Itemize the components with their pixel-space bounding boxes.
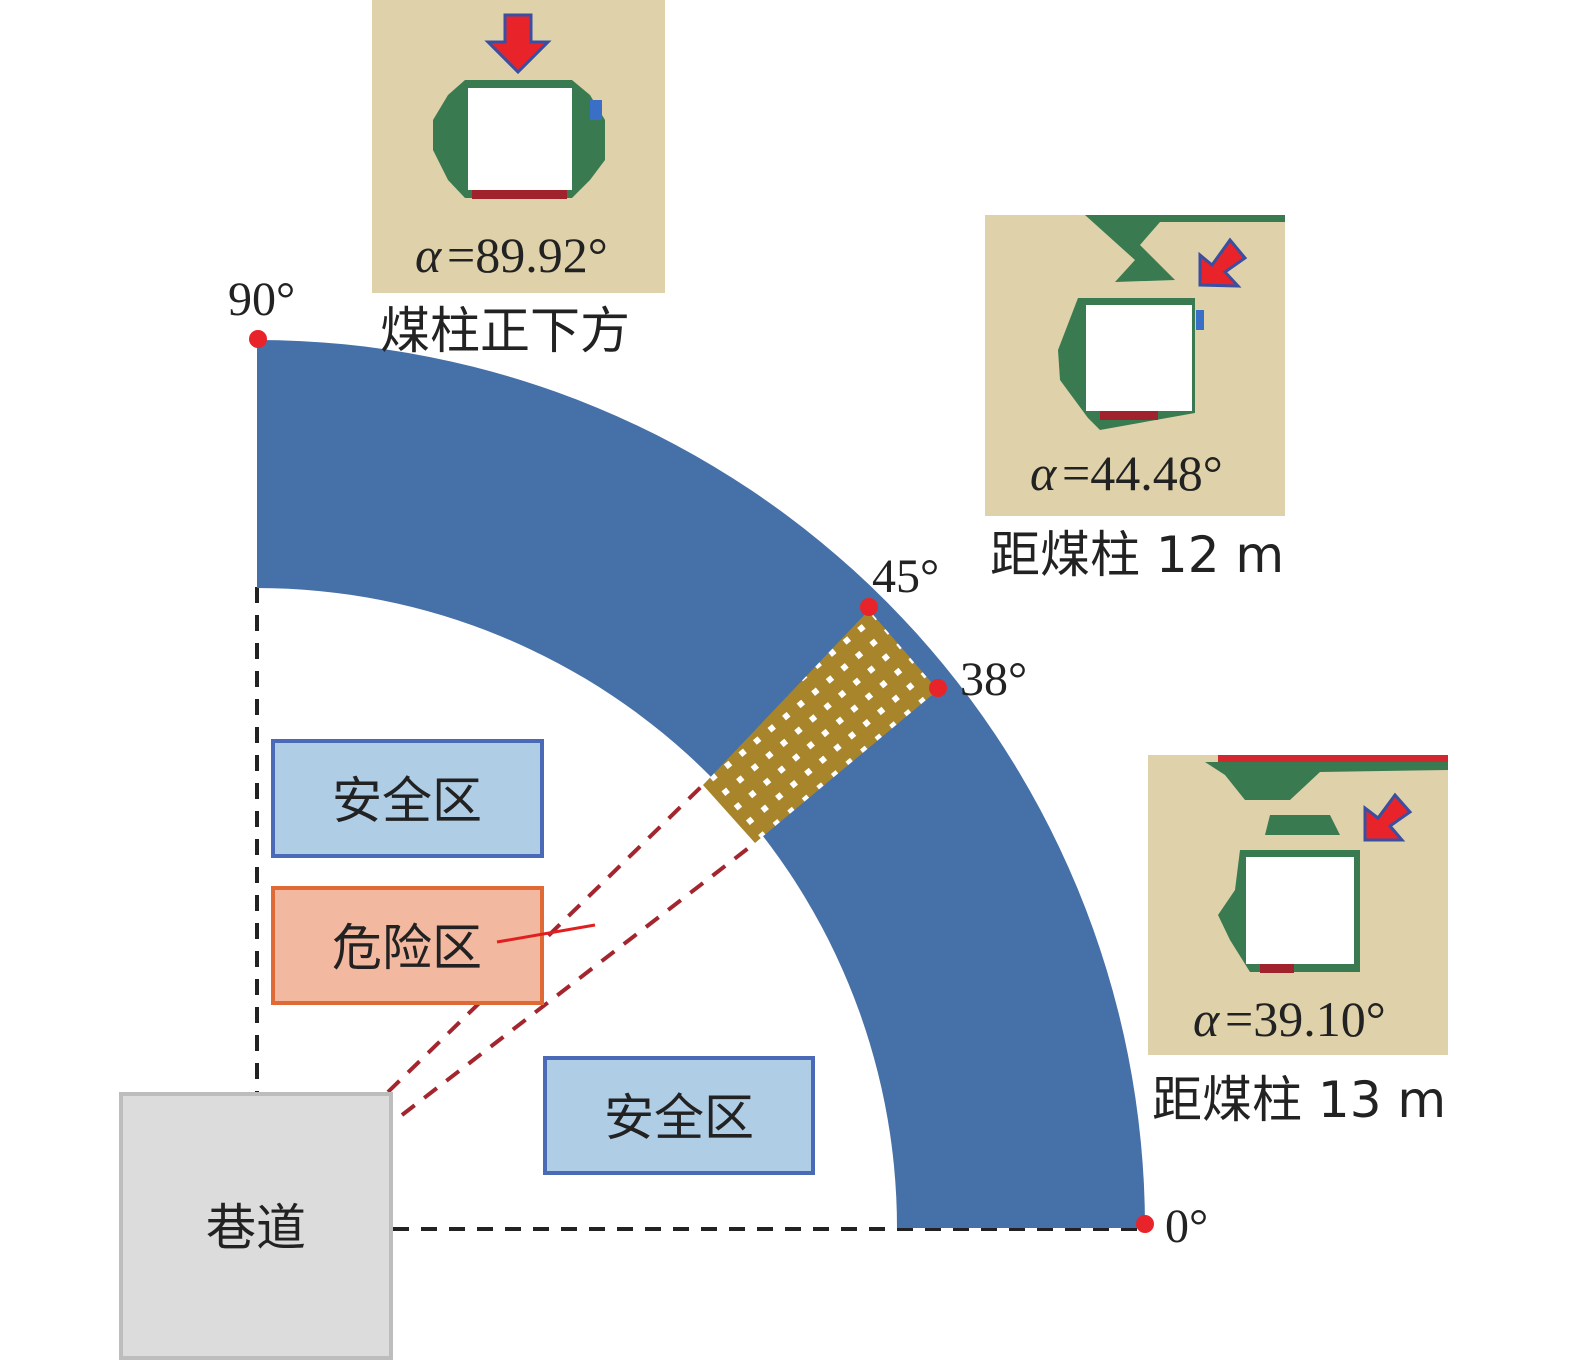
svg-text:α: α	[1030, 445, 1058, 501]
danger-boundary-line-upper	[386, 783, 705, 1094]
tunnel-label: 巷道	[206, 1199, 306, 1257]
load-arrow-icon	[1198, 237, 1248, 288]
load-arrow-icon	[1363, 792, 1413, 842]
safe-zone-label-lower: 安全区	[604, 1089, 754, 1147]
inset-caption-1: 煤柱正下方	[380, 302, 630, 360]
danger-zone-box	[271, 886, 544, 1005]
svg-text:=89.92°: =89.92°	[447, 227, 608, 283]
label-38: 38°	[960, 653, 1027, 706]
safe-zone-box-upper	[271, 739, 544, 858]
tunnel-box	[119, 1092, 393, 1360]
inset-89-92: α =89.92°	[372, 0, 665, 293]
point-38	[929, 679, 947, 697]
label-90: 90°	[228, 273, 295, 326]
safe-zone-box-lower	[543, 1056, 815, 1175]
inset-39-10: α =39.10°	[1148, 755, 1448, 1055]
danger-zone-label: 危险区	[332, 919, 482, 977]
inset-caption-2: 距煤柱 12 m	[990, 526, 1284, 584]
point-45	[860, 598, 878, 616]
label-45: 45°	[872, 550, 939, 603]
point-90	[249, 330, 267, 348]
inset-44-48: α =44.48°	[985, 215, 1285, 516]
rock-ring-arc	[257, 340, 1145, 1228]
load-arrow-icon	[484, 13, 552, 75]
danger-pointer-line	[496, 923, 596, 944]
danger-boundary-line-lower	[400, 841, 757, 1117]
svg-text:α: α	[1193, 991, 1221, 1047]
point-0	[1136, 1215, 1154, 1233]
svg-text:=39.10°: =39.10°	[1225, 991, 1386, 1047]
label-0: 0°	[1165, 1200, 1208, 1253]
svg-text:=44.48°: =44.48°	[1062, 445, 1223, 501]
safe-zone-label-upper: 安全区	[332, 772, 482, 830]
inset-caption-3: 距煤柱 13 m	[1152, 1071, 1446, 1129]
svg-text:α: α	[415, 227, 443, 283]
danger-band	[703, 610, 938, 843]
